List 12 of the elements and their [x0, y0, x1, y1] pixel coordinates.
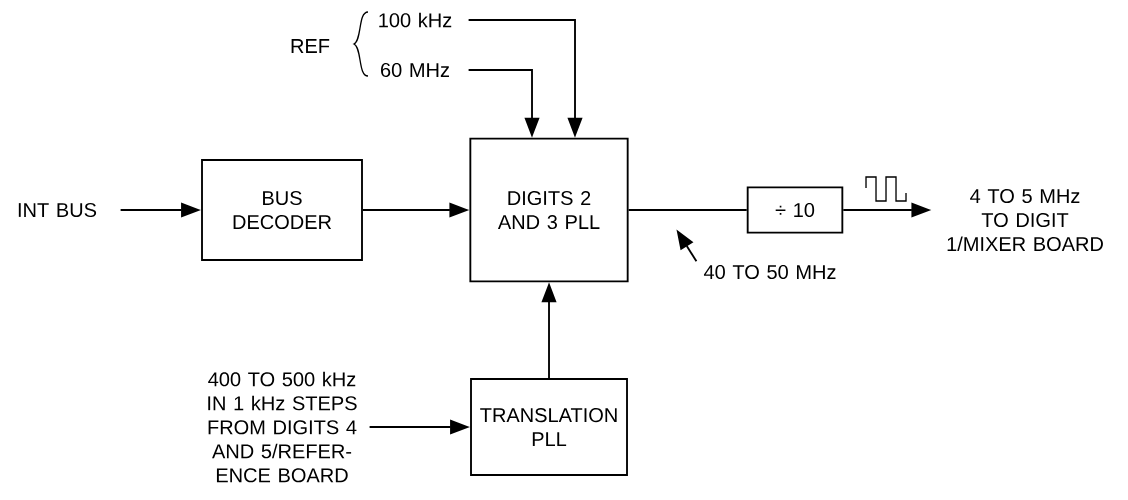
connector-line — [627, 209, 748, 211]
signal-label: 100 kHz — [379, 12, 452, 28]
block-box: ÷ 10 — [746, 186, 844, 234]
signal-label: REF — [291, 39, 330, 53]
signal-label: 4 TO 5 MHz TO DIGIT 1/MIXER BOARD — [947, 188, 1103, 252]
block-box: BUS DECODER — [201, 159, 363, 261]
signal-label: 60 MHz — [381, 62, 449, 78]
block-box: DIGITS 2 AND 3 PLL — [469, 137, 629, 283]
signal-label: 400 TO 500 kHz IN 1 kHz STEPS FROM DIGITS 4 AND 5/REFER- ENCE BOARD — [208, 371, 357, 483]
signal-label: INT BUS — [18, 202, 97, 218]
block-box: TRANSLATION PLL — [470, 378, 628, 476]
signal-label: 40 TO 50 MHz — [703, 264, 836, 280]
